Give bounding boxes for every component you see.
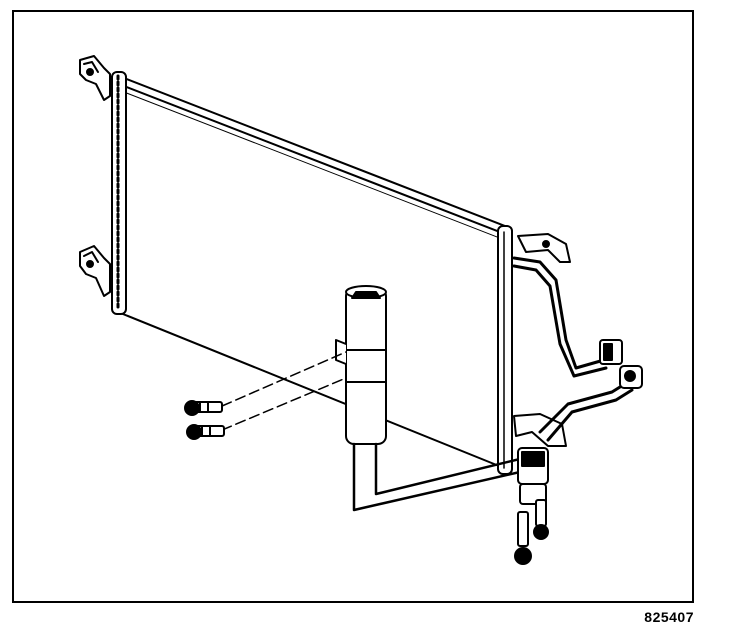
figure-number: 825407 — [644, 609, 694, 625]
connector-bolt-left — [514, 511, 532, 565]
drier-bolt-upper — [184, 400, 223, 416]
lower-left-bracket — [79, 245, 111, 297]
drier-bolt-lower — [186, 424, 225, 440]
condenser-core — [117, 77, 511, 469]
receiver-dehydrator — [335, 285, 387, 445]
lower-connector-block — [517, 447, 549, 505]
condenser-right-tank — [497, 225, 513, 475]
connector-bolt-right — [533, 499, 549, 540]
illustration-frame — [12, 10, 694, 603]
condenser-left-tank — [111, 71, 127, 315]
upper-right-bracket — [517, 233, 571, 263]
upper-left-bracket — [79, 55, 111, 101]
lower-refrigerant-line — [538, 365, 643, 442]
drier-outlet-tube — [352, 442, 526, 512]
upper-refrigerant-line — [512, 256, 623, 378]
